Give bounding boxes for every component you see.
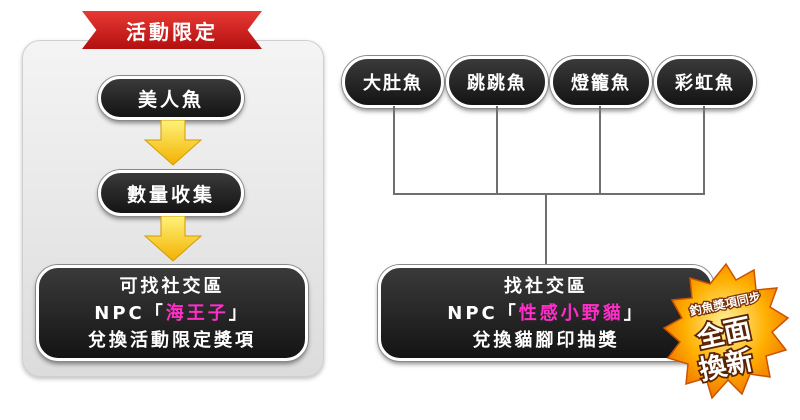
result-line-3: 兌換活動限定獎項: [88, 329, 256, 351]
quantity-collect-label: 數量收集: [126, 183, 215, 206]
connector-line: [599, 106, 601, 194]
npc-line: NPC「性感小野貓」: [447, 300, 644, 327]
npc-suffix: 」: [623, 302, 645, 324]
connector-line: [496, 106, 498, 194]
connector-line: [703, 106, 705, 194]
npc-prefix: NPC「: [447, 302, 519, 324]
connector-line: [393, 193, 705, 195]
fish-label: 燈籠魚: [571, 73, 631, 94]
fish-item-jumping[interactable]: 跳跳魚: [446, 56, 548, 108]
npc-line: NPC「海王子」: [94, 300, 249, 327]
npc-name-wild-cat: 性感小野貓: [518, 302, 624, 324]
ribbon-label: 活動限定: [126, 19, 218, 44]
fish-label: 跳跳魚: [467, 73, 527, 94]
fish-item-big-belly[interactable]: 大肚魚: [342, 56, 444, 108]
mermaid-button[interactable]: 美人魚: [98, 76, 244, 120]
fish-label: 大肚魚: [363, 73, 423, 94]
npc-prefix: NPC「: [94, 302, 166, 324]
fish-label: 彩虹魚: [675, 73, 735, 94]
fish-item-rainbow[interactable]: 彩虹魚: [654, 56, 756, 108]
sea-prince-exchange-box[interactable]: 可找社交區 NPC「海王子」 兌換活動限定獎項: [36, 265, 308, 361]
down-arrow-icon: [144, 216, 202, 262]
quantity-collect-button[interactable]: 數量收集: [98, 170, 244, 216]
cat-line-3: 兌換貓腳印抽獎: [472, 329, 620, 351]
npc-name-sea-prince: 海王子: [165, 302, 229, 324]
down-arrow-icon: [144, 120, 202, 166]
npc-suffix: 」: [228, 302, 250, 324]
cat-line-1: 找社交區: [504, 275, 588, 297]
all-new-badge: 釣魚獎項同步 全面 換新: [662, 262, 790, 400]
connector-line: [393, 106, 395, 194]
fish-item-lantern[interactable]: 燈籠魚: [550, 56, 652, 108]
wild-cat-exchange-box[interactable]: 找社交區 NPC「性感小野貓」 兌換貓腳印抽獎: [378, 265, 714, 361]
starburst-shape: [662, 262, 790, 400]
event-ribbon: 活動限定: [82, 11, 262, 49]
connector-line: [545, 194, 547, 266]
result-line-1: 可找社交區: [119, 275, 225, 297]
mermaid-label: 美人魚: [137, 88, 204, 111]
